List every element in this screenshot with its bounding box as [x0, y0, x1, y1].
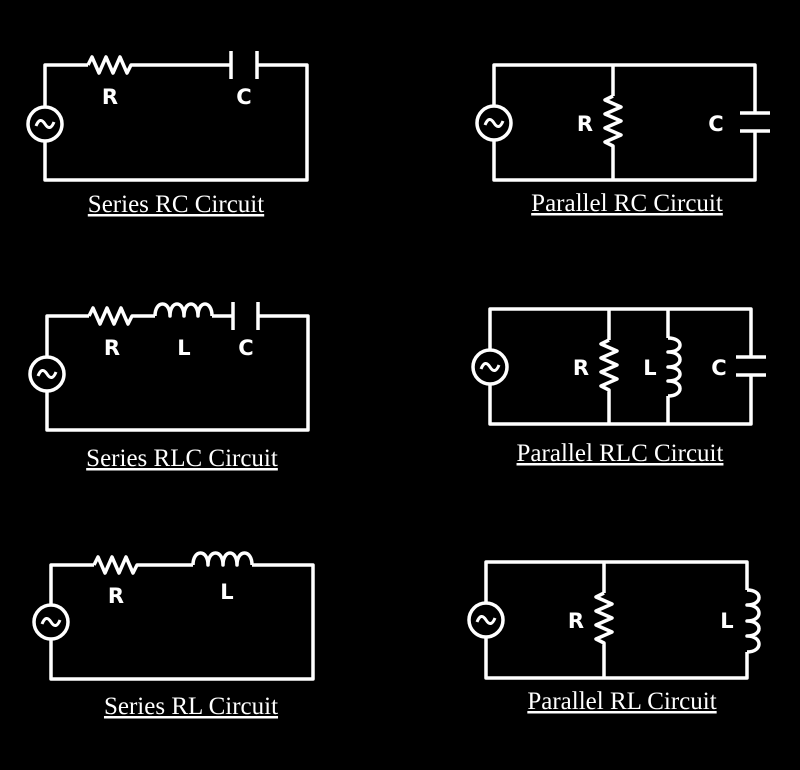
resistor-icon [599, 338, 619, 394]
resistor-icon [86, 55, 134, 75]
ac-source-icon [26, 105, 64, 143]
ac-source-icon [32, 603, 70, 641]
inductor-icon [745, 588, 761, 654]
capacitor-label: C [238, 336, 253, 360]
series-rc-caption: Series RC Circuit [88, 191, 264, 218]
series-rl-caption: Series RL Circuit [104, 693, 278, 720]
capacitor-label: C [711, 356, 726, 380]
series-rlc-circuit: R L C Series RLC Circuit [28, 302, 310, 472]
parallel-rl-caption: Parallel RL Circuit [527, 688, 716, 715]
capacitor-icon [740, 111, 770, 133]
resistor-label: R [577, 112, 593, 136]
parallel-rl-circuit: R L Parallel RL Circuit [467, 560, 761, 715]
inductor-icon [666, 336, 682, 398]
parallel-rlc-caption: Parallel RLC Circuit [517, 440, 724, 467]
ac-source-icon [475, 104, 513, 142]
parallel-rlc-circuit: R L C Parallel RLC Circuit [471, 307, 766, 467]
series-rl-circuit: R L Series RL Circuit [32, 551, 315, 720]
ac-source-icon [471, 348, 509, 386]
ac-source-icon [28, 355, 66, 393]
resistor-label: R [108, 584, 124, 608]
inductor-label: L [643, 356, 656, 380]
inductor-icon [191, 551, 254, 567]
series-rc-circuit: R C Series RC Circuit [26, 51, 309, 218]
inductor-label: L [220, 580, 233, 604]
parallel-rc-caption: Parallel RC Circuit [531, 190, 723, 217]
parallel-rc-wire [492, 63, 757, 182]
capacitor-label: C [236, 85, 251, 109]
ac-wave-icon [475, 615, 497, 625]
series-rl-wire [49, 563, 315, 681]
capacitor-icon [229, 51, 259, 79]
series-rc-wire [43, 63, 309, 182]
resistor-icon [603, 94, 623, 150]
inductor-label: L [177, 336, 190, 360]
parallel-rl-wire [484, 560, 749, 680]
resistor-icon [92, 555, 140, 575]
resistor-icon [87, 306, 135, 326]
ac-wave-icon [479, 362, 501, 372]
resistor-label: R [568, 609, 584, 633]
parallel-rc-circuit: R C Parallel RC Circuit [475, 63, 770, 217]
ac-wave-icon [36, 369, 58, 379]
parallel-rlc-wire [488, 307, 753, 426]
ac-wave-icon [40, 617, 62, 627]
capacitor-icon [736, 355, 766, 377]
ac-source-icon [467, 601, 505, 639]
series-rlc-wire [45, 314, 310, 432]
capacitor-label: C [708, 112, 723, 136]
series-rlc-caption: Series RLC Circuit [86, 445, 278, 472]
ac-wave-icon [34, 119, 56, 129]
resistor-label: R [573, 356, 589, 380]
inductor-label: L [720, 609, 733, 633]
ac-wave-icon [483, 118, 505, 128]
resistor-icon [594, 591, 614, 647]
resistor-label: R [102, 85, 118, 109]
capacitor-icon [231, 302, 260, 330]
resistor-label: R [104, 336, 120, 360]
inductor-icon [153, 302, 214, 318]
